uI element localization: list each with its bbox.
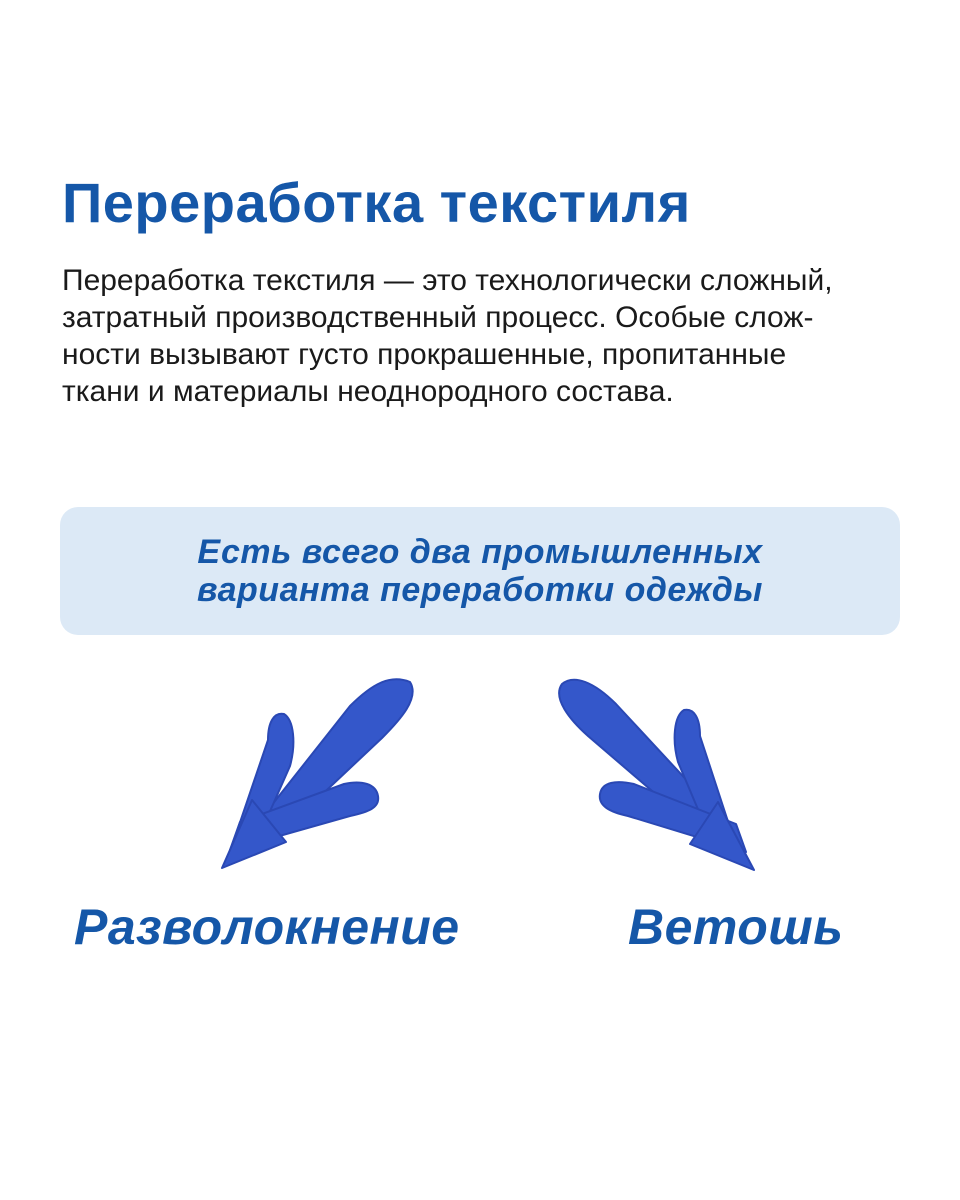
- arrow-down-right-icon: [558, 678, 755, 871]
- option-rags: Ветошь: [628, 899, 844, 955]
- callout-line: варианта переработки одежды: [197, 571, 763, 609]
- callout-box: Есть всего два промышленных варианта пер…: [60, 507, 900, 635]
- intro-paragraph: Переработка текстиля — это технологическ…: [62, 262, 912, 410]
- page-title: Переработка текстиля: [62, 171, 691, 234]
- callout-line: Есть всего два промышленных: [197, 533, 763, 571]
- intro-line: Переработка текстиля — это технологическ…: [62, 264, 833, 297]
- intro-line: затратный производственный процесс. Особ…: [62, 301, 814, 334]
- intro-line: ткани и материалы неоднородного состава.: [62, 375, 674, 408]
- intro-line: ности вызывают густо прокрашенные, пропи…: [62, 338, 787, 371]
- arrow-down-left-icon: [221, 678, 414, 869]
- option-defibration: Разволокнение: [74, 899, 460, 955]
